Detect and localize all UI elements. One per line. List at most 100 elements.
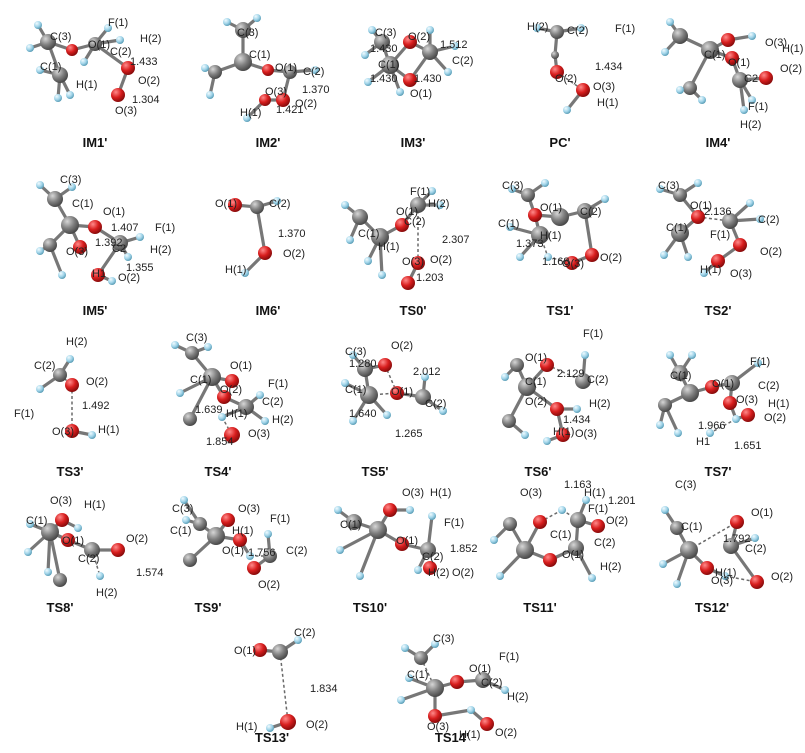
- hydrogen-atom: [401, 644, 409, 652]
- atom-label: C(2): [404, 216, 425, 228]
- atom-label: O(1): [62, 535, 84, 547]
- oxygen-atom: [61, 533, 75, 547]
- hydrogen-atom: [732, 415, 740, 423]
- bond-length-label: 1.854: [206, 436, 234, 448]
- carbon-atom: [52, 67, 68, 83]
- hydrogen-atom: [721, 572, 729, 580]
- hydrogen-atom: [206, 91, 214, 99]
- hydrogen-atom: [501, 686, 509, 694]
- atom-label: O(1): [103, 206, 125, 218]
- partial-bond: [539, 234, 549, 258]
- carbon-atom: [410, 197, 426, 213]
- bond-length-label: 1.792: [723, 533, 751, 545]
- oxygen-atom: [224, 427, 240, 443]
- bond-length-label: 1.433: [130, 56, 158, 68]
- oxygen-atom: [565, 256, 579, 270]
- atom-label: H(1): [430, 487, 451, 499]
- bond-length-label: 1.163: [564, 479, 592, 491]
- partial-bond: [688, 521, 738, 551]
- hydrogen-atom: [180, 496, 188, 504]
- carbon-atom: [516, 541, 534, 559]
- carbon-atom: [658, 398, 672, 412]
- atom-label: C(1): [666, 222, 687, 234]
- hydrogen-atom: [361, 51, 369, 59]
- oxygen-atom: [247, 561, 261, 575]
- hydrogen-atom: [754, 359, 762, 367]
- bond-length-label: 1.492: [82, 400, 110, 412]
- hydrogen-atom: [349, 351, 357, 359]
- atom-label: C(2): [262, 396, 283, 408]
- hydrogen-atom: [311, 66, 319, 74]
- atom-label: O(2): [138, 75, 160, 87]
- atom-label: O(3): [52, 426, 74, 438]
- atom-label: O(1): [751, 507, 773, 519]
- atom-label: C(3): [60, 174, 81, 186]
- hydrogen-atom: [674, 429, 682, 437]
- hydrogen-atom: [218, 413, 226, 421]
- oxygen-atom: [401, 276, 415, 290]
- atom-label: H(2): [150, 244, 171, 256]
- panel-ts14p: C(3)O(1)F(1)C(1)C(2)H(2)O(3)H(1)O(2): [397, 633, 528, 741]
- atom-label: O(2): [495, 727, 517, 739]
- atom-label: C(2): [110, 46, 131, 58]
- hydrogen-atom: [364, 78, 372, 86]
- hydrogen-atom: [521, 431, 529, 439]
- atom-label: C(2): [594, 537, 615, 549]
- atom-label: O(1): [230, 360, 252, 372]
- hydrogen-atom: [426, 26, 434, 34]
- oxygen-atom: [253, 643, 267, 657]
- carbon-atom: [43, 238, 57, 252]
- atom-label: O(2): [430, 254, 452, 266]
- carbon-atom: [568, 540, 584, 556]
- oxygen-atom: [259, 94, 271, 106]
- atom-label: O(2): [452, 567, 474, 579]
- atom-label: C(1): [249, 49, 270, 61]
- carbon-atom: [88, 37, 102, 51]
- bond-length-label: 1.966: [698, 420, 726, 432]
- carbon-atom: [671, 224, 689, 242]
- atom-label: O(2): [600, 252, 622, 264]
- hydrogen-atom: [706, 429, 714, 437]
- hydrogen-atom: [124, 253, 132, 261]
- bond-length-label: 1.434: [595, 61, 623, 73]
- atom-label: C(1): [72, 198, 93, 210]
- structure-title: TS1': [547, 303, 574, 318]
- atom-label: O(3): [248, 428, 270, 440]
- structure-title: IM1': [83, 135, 108, 150]
- hydrogen-atom: [54, 94, 62, 102]
- structure-title: TS6': [525, 464, 552, 479]
- bond-length-label: 1.304: [132, 94, 160, 106]
- oxygen-atom: [276, 93, 290, 107]
- hydrogen-atom: [334, 506, 342, 514]
- structure-title: TS8': [47, 600, 74, 615]
- bond-length-label: 1.373: [516, 238, 544, 250]
- carbon-atom: [183, 412, 197, 426]
- partial-bond: [547, 256, 573, 264]
- oxygen-atom: [65, 424, 79, 438]
- structure-title: IM6': [256, 303, 281, 318]
- atom-label: C(1): [340, 519, 361, 531]
- atom-label: C(1): [407, 669, 428, 681]
- atom-label: O(1): [690, 200, 712, 212]
- atom-label: C(2): [294, 627, 315, 639]
- panel-im4p: O(3)H(1)C(1)O(1)C2O(2)F(1)H(2): [661, 18, 803, 131]
- atom-label: H(1): [378, 241, 399, 253]
- atom-label: C(2): [580, 206, 601, 218]
- carbon-atom: [371, 228, 389, 246]
- atom-label: C(2): [425, 398, 446, 410]
- bond-length-label: 2.307: [442, 234, 470, 246]
- carbon-atom: [272, 644, 288, 660]
- hydrogen-atom: [182, 516, 190, 524]
- hydrogen-atom: [336, 546, 344, 554]
- atom-label: F(1): [108, 17, 128, 29]
- carbon-atom: [680, 541, 698, 559]
- atom-label: H(1): [232, 525, 253, 537]
- bond-length-label: 1.370: [302, 84, 330, 96]
